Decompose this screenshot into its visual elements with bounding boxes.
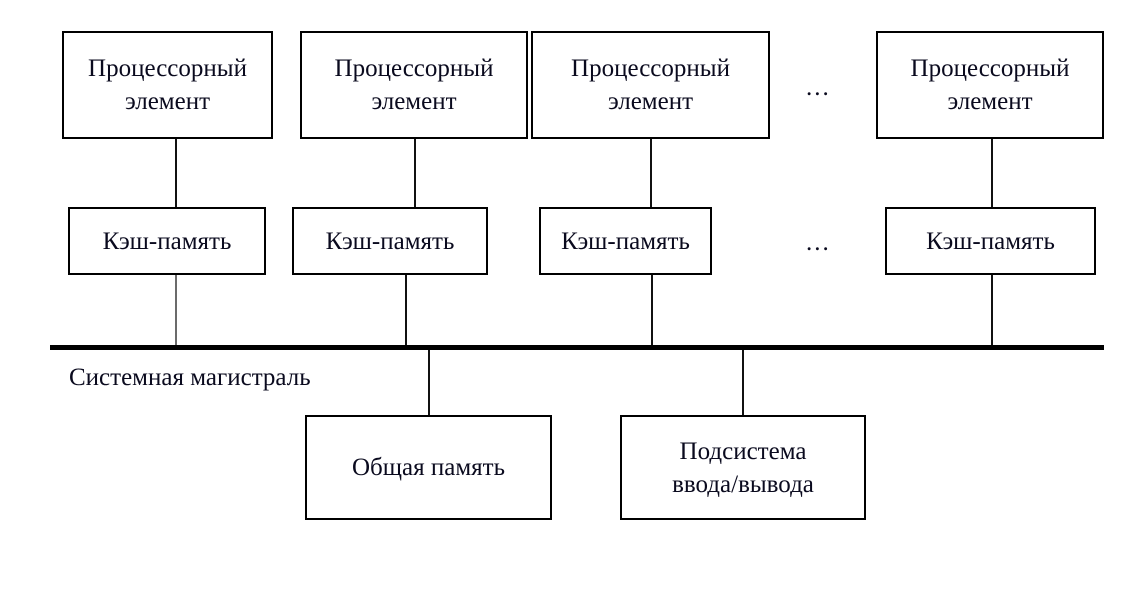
processing-element-box-1: Процессорный элемент xyxy=(62,31,273,139)
processing-element-line1: Процессорный xyxy=(571,55,730,82)
cache-label-4: Кэш-память xyxy=(926,227,1055,255)
connector-pe2-cache2 xyxy=(414,139,416,208)
io-subsystem-line1: Подсистема xyxy=(679,437,807,465)
shared-memory-label: Общая память xyxy=(352,454,505,481)
shared-memory-box: Общая память xyxy=(305,415,552,520)
connector-cache1-bus xyxy=(175,275,177,348)
cache-label-3: Кэш-память xyxy=(561,227,690,255)
processing-element-box-2: Процессорный элемент xyxy=(300,31,528,139)
io-subsystem-line2: ввода/вывода xyxy=(672,470,814,498)
processing-element-line2: элемент xyxy=(371,88,457,115)
io-subsystem-box: Подсистема ввода/вывода xyxy=(620,415,866,520)
connector-pe1-cache1 xyxy=(175,139,177,208)
system-bus-line xyxy=(50,345,1104,350)
system-bus-label: Системная магистраль xyxy=(69,364,311,391)
connector-cache4-bus xyxy=(991,275,993,348)
processing-element-label-1: Процессорный элемент xyxy=(68,52,267,118)
connector-bus-io-subsystem xyxy=(742,350,744,416)
connector-pe4-cache4 xyxy=(991,139,993,208)
cache-label-1: Кэш-память xyxy=(102,227,232,255)
io-subsystem-label: Подсистема ввода/вывода xyxy=(626,435,860,501)
processing-element-line2: элемент xyxy=(947,88,1033,115)
processing-element-line1: Процессорный xyxy=(334,55,494,82)
processing-element-line2: элемент xyxy=(124,88,211,115)
cache-box-3: Кэш-память xyxy=(539,207,712,275)
connector-pe3-cache3 xyxy=(650,139,652,208)
connector-bus-shared-memory xyxy=(428,350,430,416)
processing-element-label-4: Процессорный элемент xyxy=(882,52,1098,118)
processing-element-box-3: Процессорный элемент xyxy=(531,31,770,139)
cache-box-4: Кэш-память xyxy=(885,207,1096,275)
processing-element-line2: элемент xyxy=(607,88,694,115)
cache-box-2: Кэш-память xyxy=(292,207,488,275)
connector-cache2-bus xyxy=(405,275,407,348)
connector-cache3-bus xyxy=(651,275,653,348)
cache-box-1: Кэш-память xyxy=(68,207,266,275)
ellipsis-cache-row: ... xyxy=(806,229,831,256)
processing-element-label-2: Процессорный элемент xyxy=(306,52,522,118)
processing-element-box-4: Процессорный элемент xyxy=(876,31,1104,139)
processing-element-label-3: Процессорный элемент xyxy=(537,52,764,118)
processing-element-line1: Процессорный xyxy=(910,55,1070,82)
cache-label-2: Кэш-память xyxy=(325,227,455,255)
ellipsis-top-row: ... xyxy=(806,74,831,101)
processing-element-line1: Процессорный xyxy=(88,55,247,82)
